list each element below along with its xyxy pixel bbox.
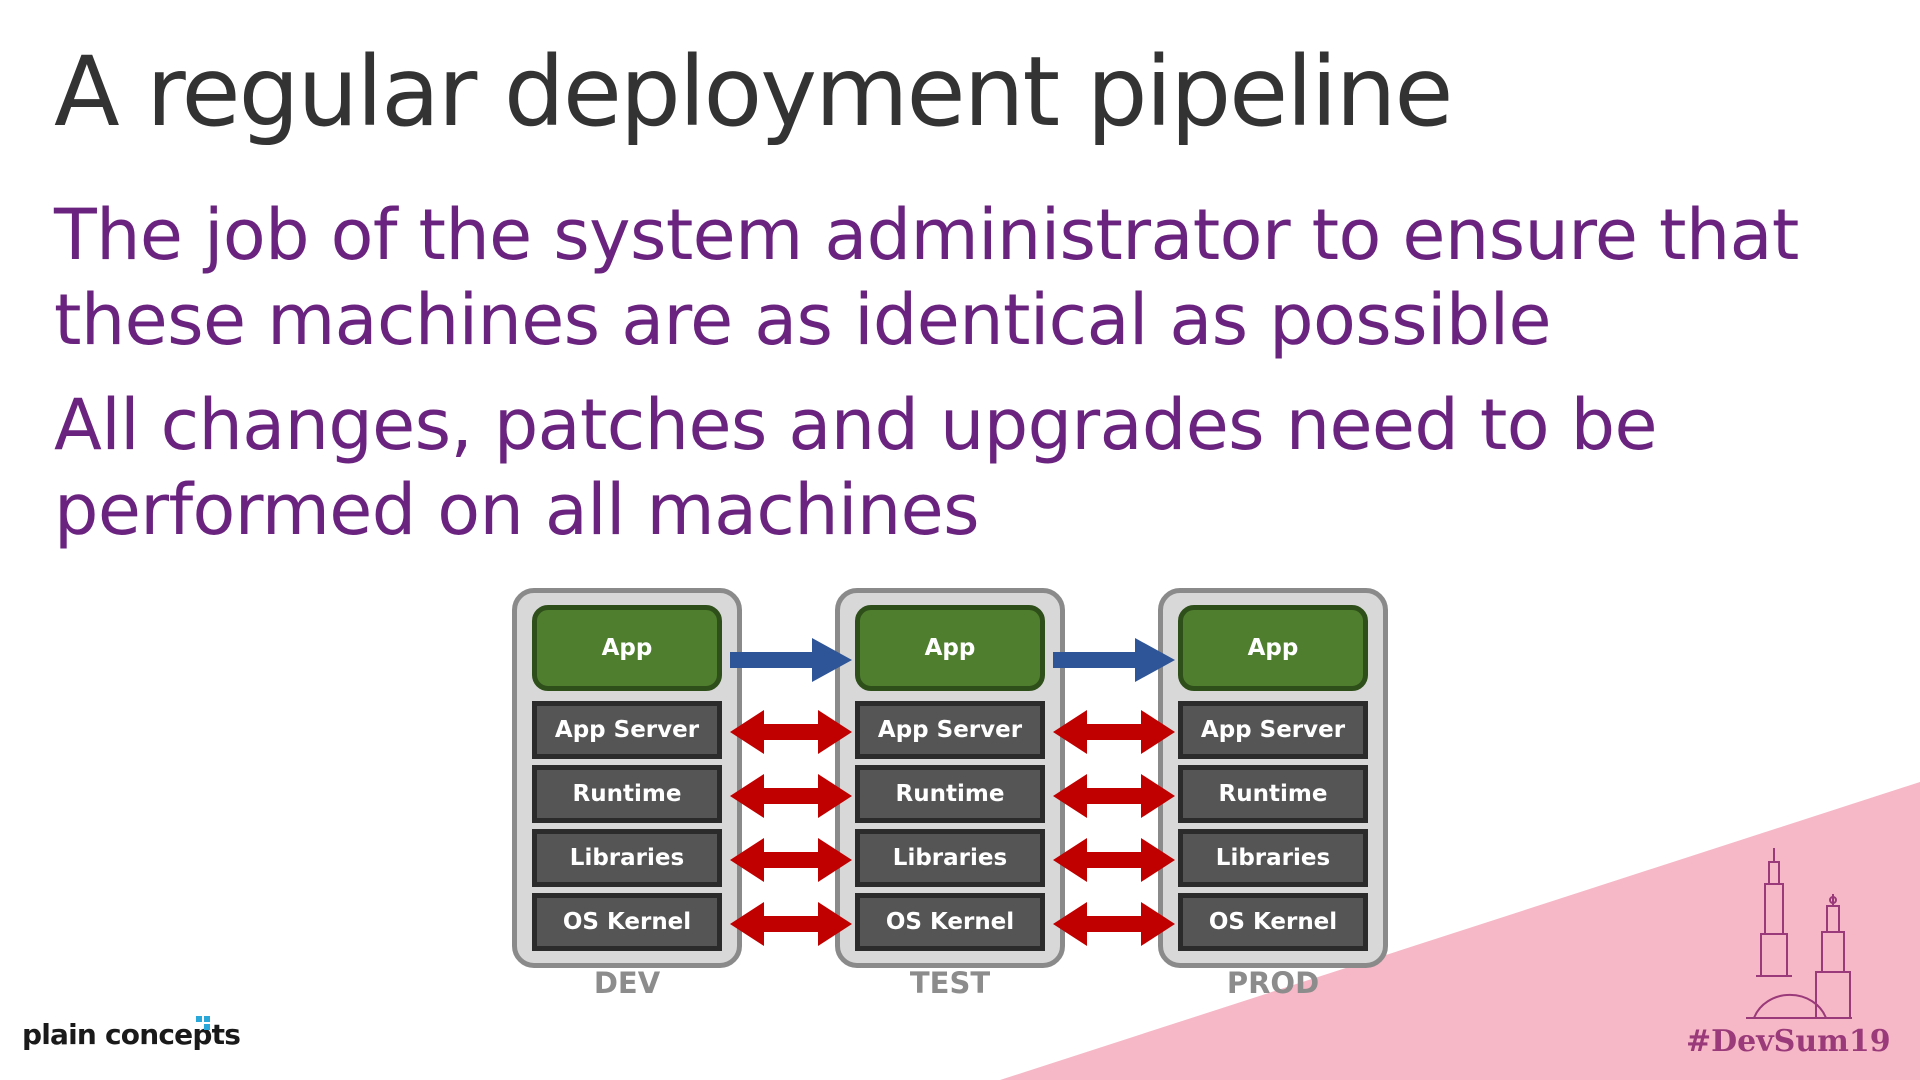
prod-runtime-box: Runtime: [1178, 765, 1368, 823]
arrows-layer: [730, 638, 1175, 946]
env-label-test: TEST: [909, 966, 991, 1000]
sync-arrow-icon: [1053, 902, 1175, 946]
bullet-2-line-1: All changes, patches and upgrades need t…: [54, 384, 1658, 466]
bullet-2: All changes, patches and upgrades need t…: [54, 383, 1658, 553]
env-label-prod: PROD: [1226, 966, 1320, 1000]
environment-test: App App Server Runtime Libraries OS Kern…: [835, 588, 1065, 968]
sync-arrow-icon: [1053, 710, 1175, 754]
sync-arrow-icon: [1053, 774, 1175, 818]
dev-libraries-box: Libraries: [532, 829, 722, 887]
test-app-server-box: App Server: [855, 701, 1045, 759]
sync-arrow-icon: [1053, 838, 1175, 882]
environment-dev: App App Server Runtime Libraries OS Kern…: [512, 588, 742, 968]
promote-arrow-icon: [730, 638, 852, 682]
stockholm-skyline-icon: [1746, 848, 1852, 1019]
environment-prod: App App Server Runtime Libraries OS Kern…: [1158, 588, 1388, 968]
brand-logo: plain concepts: [22, 1018, 241, 1051]
test-app-box: App: [855, 605, 1045, 691]
sync-arrow-icon: [730, 710, 852, 754]
sync-arrow-icon: [730, 838, 852, 882]
test-libraries-box: Libraries: [855, 829, 1045, 887]
brand-logo-mark-icon: [196, 1016, 210, 1030]
dev-runtime-box: Runtime: [532, 765, 722, 823]
test-runtime-box: Runtime: [855, 765, 1045, 823]
dev-app-box: App: [532, 605, 722, 691]
dev-app-server-box: App Server: [532, 701, 722, 759]
pipeline-diagram: App App Server Runtime Libraries OS Kern…: [512, 588, 1392, 1008]
prod-app-server-box: App Server: [1178, 701, 1368, 759]
prod-libraries-box: Libraries: [1178, 829, 1368, 887]
test-os-kernel-box: OS Kernel: [855, 893, 1045, 951]
bullet-2-line-2: performed on all machines: [54, 469, 980, 551]
dev-os-kernel-box: OS Kernel: [532, 893, 722, 951]
sync-arrow-icon: [730, 902, 852, 946]
slide-title: A regular deployment pipeline: [54, 36, 1453, 148]
prod-os-kernel-box: OS Kernel: [1178, 893, 1368, 951]
bullet-1-line-1: The job of the system administrator to e…: [54, 194, 1799, 276]
sync-arrow-icon: [730, 774, 852, 818]
env-label-dev: DEV: [593, 966, 661, 1000]
bullet-1-line-2: these machines are as identical as possi…: [54, 279, 1552, 361]
event-hashtag: #DevSum19: [1686, 1024, 1891, 1059]
promote-arrow-icon: [1053, 638, 1175, 682]
prod-app-box: App: [1178, 605, 1368, 691]
bullet-1: The job of the system administrator to e…: [54, 193, 1799, 363]
